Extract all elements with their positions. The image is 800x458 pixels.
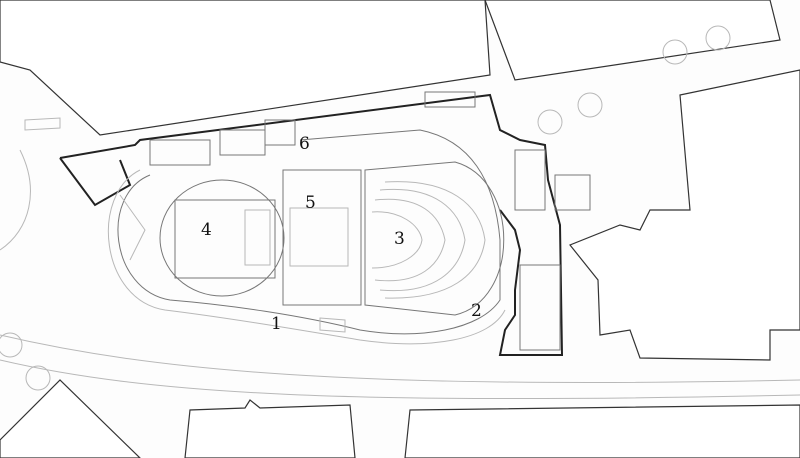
plan-label-5: 5: [305, 193, 316, 213]
neighbor-building-top: [0, 0, 491, 136]
neighbor-building-right: [569, 69, 800, 361]
plan-label-2: 2: [471, 301, 482, 321]
plan-label-3: 3: [394, 229, 405, 249]
stage-5-outline: [282, 169, 362, 306]
theatre-building-outline: [59, 93, 564, 356]
auditorium-3-outline: [364, 161, 505, 316]
plan-label-6: 6: [299, 134, 310, 154]
neighbor-building-bottom-left: [0, 379, 141, 458]
plan-label-4: 4: [201, 220, 212, 240]
neighbor-building-bottom-right: [404, 404, 800, 458]
plan-label-1: 1: [271, 314, 282, 334]
foyer-outline: [117, 129, 501, 335]
neighbor-building-bottom: [184, 399, 356, 458]
neighbor-building-top-right: [484, 0, 781, 81]
studio-4-outline: [159, 179, 285, 297]
